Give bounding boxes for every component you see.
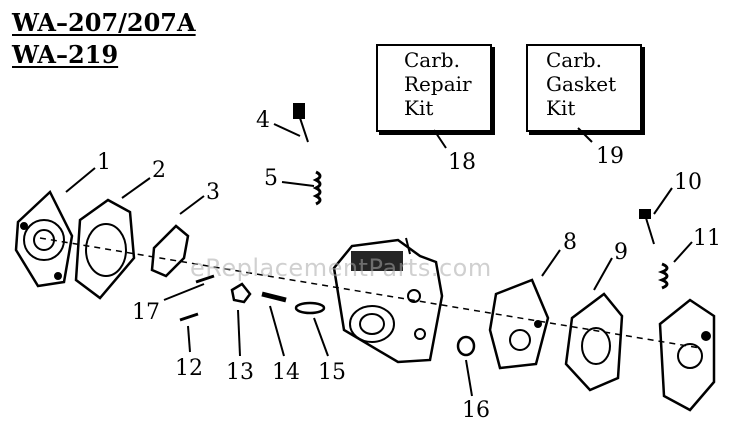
leader-18 bbox=[433, 129, 447, 149]
part-17-pin bbox=[195, 274, 215, 284]
carburetor-body bbox=[332, 237, 444, 364]
callout-3: 3 bbox=[206, 180, 220, 205]
gasket-kit-label: Carb. Gasket Kit bbox=[546, 48, 617, 120]
repair-kit-box: Carb. Repair Kit bbox=[376, 44, 492, 132]
repair-kit-label: Carb. Repair Kit bbox=[404, 48, 472, 120]
callout-12: 12 bbox=[175, 356, 203, 381]
leader-8 bbox=[541, 249, 561, 277]
part-4-screw bbox=[293, 103, 309, 143]
leader-11 bbox=[673, 241, 693, 263]
model-title-1: WA–207/207A bbox=[12, 8, 196, 37]
callout-17: 17 bbox=[132, 300, 160, 325]
callout-5: 5 bbox=[264, 166, 278, 191]
callout-18: 18 bbox=[448, 150, 476, 175]
part-10-screw bbox=[639, 209, 655, 245]
leader-1 bbox=[65, 167, 96, 193]
callout-14: 14 bbox=[272, 360, 300, 385]
watermark: eReplacementParts.com bbox=[190, 254, 492, 282]
leader-10 bbox=[653, 187, 673, 215]
callout-10: 10 bbox=[674, 170, 702, 195]
callout-16: 16 bbox=[462, 398, 490, 423]
leader-12 bbox=[187, 325, 191, 353]
leader-9 bbox=[593, 257, 613, 291]
part-2-gasket bbox=[74, 198, 136, 300]
gasket-kit-box: Carb. Gasket Kit bbox=[526, 44, 642, 132]
part-15-needle bbox=[294, 301, 326, 315]
callout-8: 8 bbox=[563, 230, 577, 255]
part-9-metering-diaphragm bbox=[564, 292, 624, 392]
part-16-plug bbox=[456, 335, 476, 357]
part-1-pump-cover bbox=[14, 189, 74, 288]
callout-19: 19 bbox=[596, 144, 624, 169]
part-5-spring bbox=[312, 170, 322, 206]
callout-15: 15 bbox=[318, 360, 346, 385]
metering-cover bbox=[658, 298, 716, 412]
part-8-metering-plate bbox=[488, 278, 550, 370]
assembly-axis-line bbox=[39, 237, 701, 349]
callout-13: 13 bbox=[226, 360, 254, 385]
part-13-lever bbox=[230, 282, 252, 304]
callout-4: 4 bbox=[256, 108, 270, 133]
callout-11: 11 bbox=[693, 226, 721, 251]
leader-13 bbox=[237, 309, 241, 357]
part-3-check-valve bbox=[150, 224, 190, 278]
leader-15 bbox=[313, 317, 329, 357]
leader-16 bbox=[465, 359, 473, 397]
callout-1: 1 bbox=[97, 150, 111, 175]
leader-19 bbox=[577, 127, 593, 143]
part-14-spring bbox=[261, 291, 287, 303]
callout-2: 2 bbox=[152, 158, 166, 183]
leader-5 bbox=[281, 181, 315, 187]
callout-9: 9 bbox=[614, 240, 628, 265]
leader-2 bbox=[121, 177, 151, 199]
part-12-pin bbox=[179, 312, 199, 322]
leader-14 bbox=[269, 305, 285, 357]
leader-4 bbox=[273, 123, 301, 137]
leader-17 bbox=[163, 283, 205, 301]
leader-3 bbox=[179, 195, 205, 215]
part-11-spring bbox=[657, 262, 669, 290]
model-title-2: WA–219 bbox=[12, 40, 119, 69]
